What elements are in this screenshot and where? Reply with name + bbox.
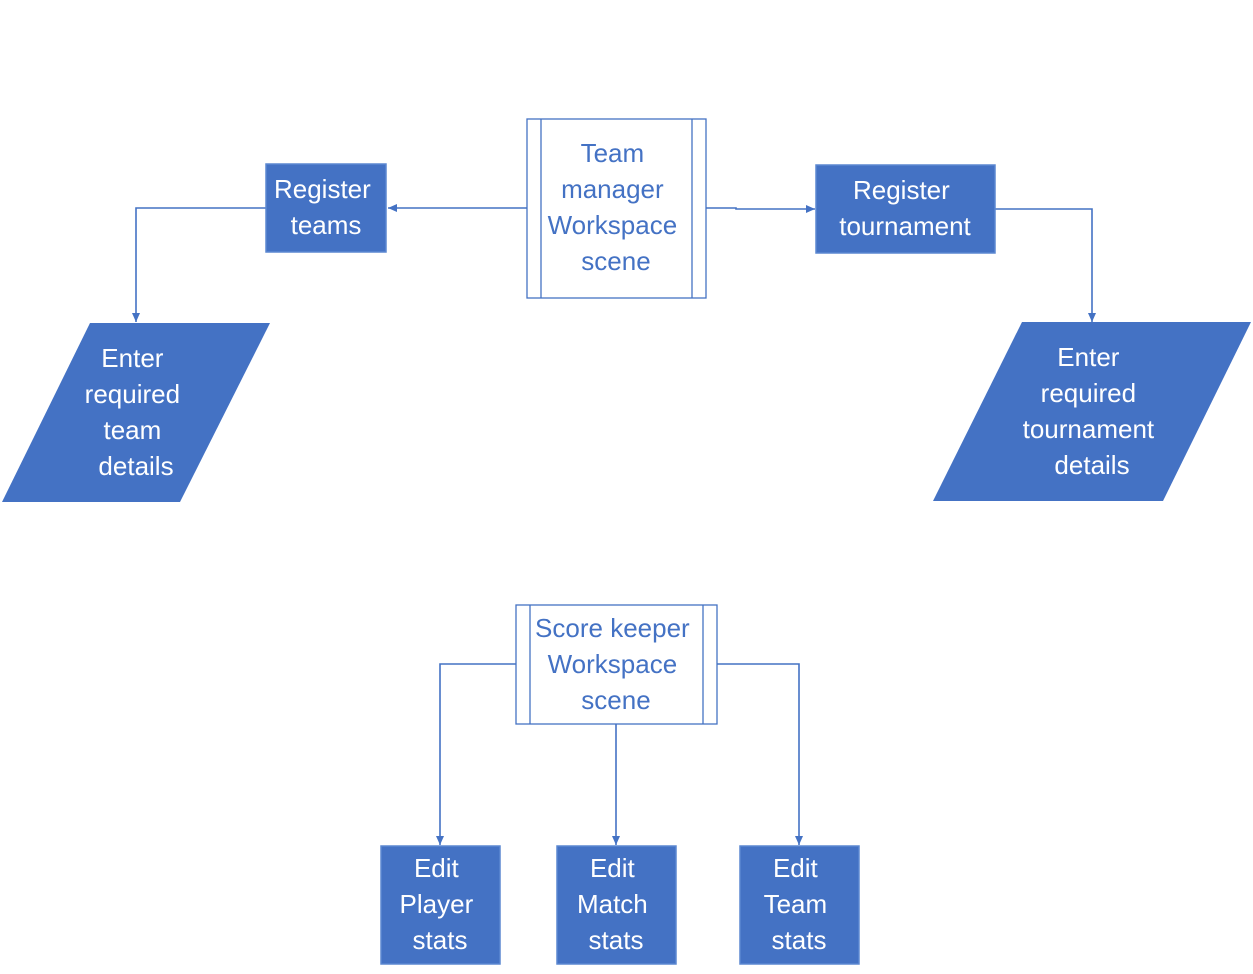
node-edit-player-stats: Edit Player stats: [380, 845, 501, 965]
node-text: Edit Player stats: [400, 853, 481, 955]
node-line: details: [1054, 450, 1129, 480]
node-line: Match: [577, 889, 648, 919]
node-text: Enter required tournament details: [1023, 342, 1162, 480]
node-line: Enter: [101, 343, 163, 373]
node-line: details: [98, 451, 173, 481]
edge-score-keeper-to-edit-team-stats: [717, 663, 803, 845]
node-line: scene: [581, 685, 650, 715]
node-line: stats: [413, 925, 468, 955]
node-edit-match-stats: Edit Match stats: [556, 845, 677, 965]
edge-score-keeper-to-edit-player-stats: [436, 663, 516, 845]
node-line: required: [1041, 378, 1136, 408]
node-line: stats: [589, 925, 644, 955]
node-text: Edit Match stats: [577, 853, 655, 955]
node-line: tournament: [839, 211, 971, 241]
edge-register-tournament-to-enter-tournament-details: [995, 208, 1096, 322]
node-line: Score keeper: [535, 613, 690, 643]
node-line: manager: [561, 174, 664, 204]
node-line: Register: [853, 175, 950, 205]
node-text: Enter required team details: [85, 343, 188, 481]
node-line: Player: [400, 889, 474, 919]
node-line: stats: [772, 925, 827, 955]
node-line: Workspace: [548, 210, 678, 240]
node-line: Team: [581, 138, 645, 168]
node-text: Register teams: [274, 174, 378, 240]
node-team-manager-scene: Team manager Workspace scene: [526, 118, 707, 299]
node-enter-team-details: Enter required team details: [2, 323, 270, 502]
node-edit-team-stats: Edit Team stats: [739, 845, 860, 965]
node-line: Team: [764, 889, 828, 919]
node-line: team: [103, 415, 161, 445]
node-line: Register: [274, 174, 371, 204]
node-text: Register tournament: [839, 175, 971, 241]
node-line: tournament: [1023, 414, 1155, 444]
edge-team-manager-to-register-tournament: [706, 205, 815, 213]
node-line: Workspace: [548, 649, 678, 679]
node-register-teams: Register teams: [265, 163, 387, 253]
node-line: scene: [581, 246, 650, 276]
node-line: Enter: [1057, 342, 1119, 372]
node-text: Edit Team stats: [764, 853, 835, 955]
node-line: teams: [291, 210, 362, 240]
node-line: Edit: [414, 853, 460, 883]
node-text: Team manager Workspace scene: [548, 138, 685, 276]
node-score-keeper-scene: Score keeper Workspace scene: [515, 604, 718, 725]
edge-register-teams-to-enter-team-details: [132, 207, 266, 322]
node-line: Edit: [773, 853, 819, 883]
node-line: Edit: [590, 853, 636, 883]
node-enter-tournament-details: Enter required tournament details: [933, 322, 1251, 501]
connectors: [132, 204, 1096, 845]
node-line: required: [85, 379, 180, 409]
node-text: Score keeper Workspace scene: [535, 613, 697, 715]
node-register-tournament: Register tournament: [815, 164, 996, 254]
